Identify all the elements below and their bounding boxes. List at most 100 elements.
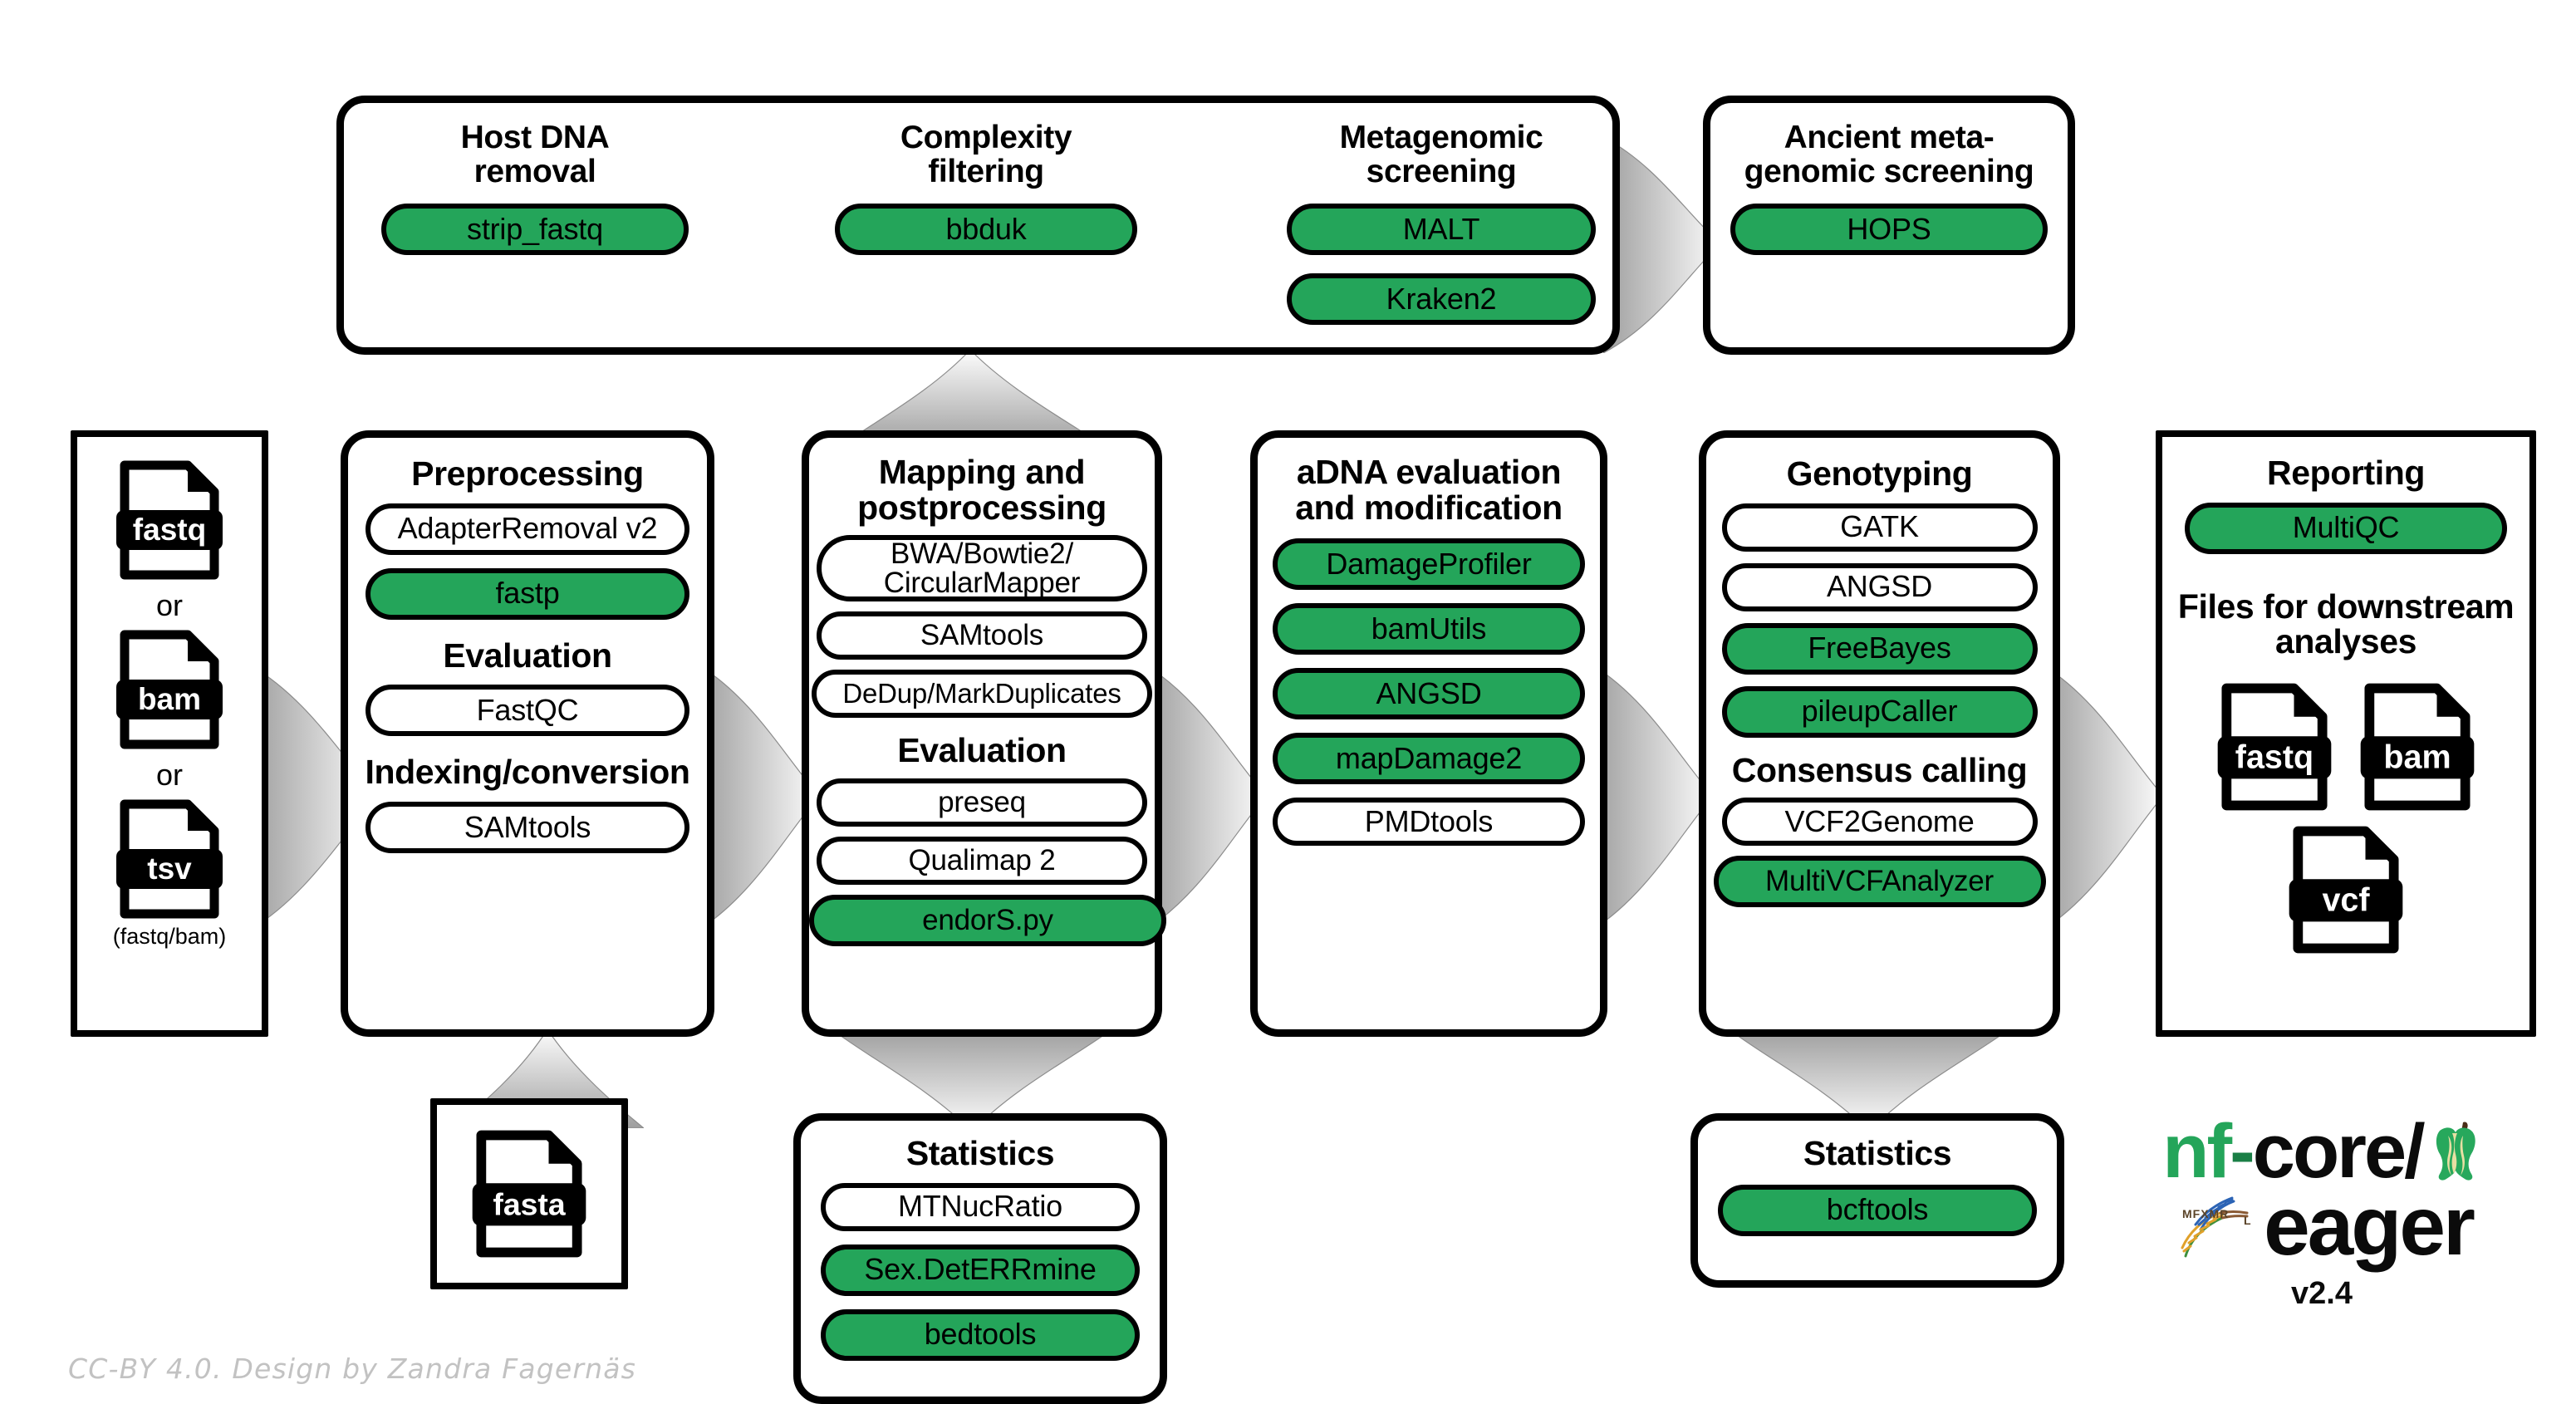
tool-pill-dedup-markduplicates[interactable]: DeDup/MarkDuplicates (812, 670, 1152, 719)
tool-pill-angsd-genotyping[interactable]: ANGSD (1721, 562, 2038, 611)
svg-text:fastq: fastq (133, 513, 206, 547)
ancient-screening-panel: Ancient meta- genomic screening HOPS (1703, 96, 2075, 355)
logo-nf-text: nf (2162, 1109, 2232, 1194)
logo-eager-text: eager (2264, 1180, 2475, 1273)
file-icon-fastq-output: fastq (2216, 681, 2333, 812)
group-title: Metagenomic screening (1339, 120, 1543, 189)
tool-pill-mtnucratio[interactable]: MTNucRatio (821, 1182, 1140, 1231)
tool-pill-freebayes[interactable]: FreeBayes (1721, 622, 2038, 675)
screening-group-complexity: Complexity filtering bbduk (832, 120, 1140, 256)
reporting-file-row: fastq bam (2162, 681, 2529, 812)
group-title: Host DNA removal (460, 120, 610, 189)
tool-label: AdapterRemoval v2 (397, 511, 658, 546)
tool-pill-multivcfanalyzer[interactable]: MultiVCFAnalyzer (1713, 856, 2046, 908)
screening-group-metagenomic: Metagenomic screening MALT Kraken2 (1284, 120, 1598, 326)
tool-pill-qualimap2[interactable]: Qualimap 2 (817, 836, 1147, 885)
tool-label: ANGSD (1376, 675, 1482, 710)
subsection-title-indexing: Indexing/conversion (365, 753, 690, 792)
subsection-title-evaluation: Evaluation (897, 731, 1067, 770)
panel-title: Preprocessing (411, 454, 644, 493)
tool-pill-vcf2genome[interactable]: VCF2Genome (1721, 798, 2038, 847)
tool-pill-endors-py[interactable]: endorS.py (809, 894, 1166, 946)
panel-title: Reporting (2267, 454, 2425, 492)
tool-label: strip_fastq (467, 211, 603, 246)
credit-text: CC-BY 4.0. Design by Zandra Fagernäs (68, 1352, 637, 1385)
svg-text:fasta: fasta (493, 1187, 566, 1222)
tool-pill-mapdamage2[interactable]: mapDamage2 (1273, 733, 1585, 785)
mapping-panel: Mapping and postprocessing BWA/Bowtie2/ … (802, 430, 1166, 1037)
tool-pill-fastp[interactable]: fastp (366, 567, 689, 620)
file-icon-tsv: tsv (116, 798, 223, 920)
reporting-panel: Reporting MultiQC Files for downstream a… (2156, 430, 2536, 1037)
or-label-1: or (155, 588, 183, 622)
logo-line-nf-core: nf - core/ (2114, 1113, 2529, 1190)
tool-label: VCF2Genome (1784, 803, 1975, 838)
panel-title: Mapping and postprocessing (857, 453, 1106, 527)
svg-text:L: L (2244, 1214, 2251, 1227)
tool-pill-malt[interactable]: MALT (1287, 204, 1596, 256)
svg-text:bam: bam (2383, 739, 2451, 775)
reference-fasta-panel: fasta (430, 1098, 628, 1289)
panel-title: Statistics (1803, 1134, 1952, 1172)
panel-title: Genotyping (1786, 454, 1973, 493)
tool-label: pileupCaller (1801, 694, 1958, 729)
tool-pill-angsd-adna[interactable]: ANGSD (1273, 668, 1585, 720)
tool-pill-bcftools[interactable]: bcftools (1718, 1184, 2037, 1236)
tool-pill-pileupcaller[interactable]: pileupCaller (1721, 685, 2038, 738)
tool-label: fastp (495, 576, 560, 611)
tool-pill-adapterremoval[interactable]: AdapterRemoval v2 (366, 503, 689, 555)
dna-helix-icon: MFXMR L (2171, 1190, 2262, 1263)
tool-pill-gatk[interactable]: GATK (1721, 503, 2038, 552)
tool-pill-bamutils[interactable]: bamUtils (1273, 603, 1585, 655)
tool-label: Kraken2 (1386, 281, 1497, 316)
tool-label: ANGSD (1826, 569, 1933, 604)
subsection-title-evaluation: Evaluation (443, 636, 612, 675)
tool-label: Sex.DetERRmine (864, 1252, 1097, 1287)
tool-pill-strip-fastq[interactable]: strip_fastq (381, 204, 689, 256)
tool-label: MALT (1402, 211, 1480, 246)
tool-label: preseq (938, 786, 1026, 819)
tool-label: FastQC (476, 692, 579, 727)
tool-pill-multiqc[interactable]: MultiQC (2185, 502, 2507, 554)
genotyping-panel: Genotyping GATK ANGSD FreeBayes pileupCa… (1699, 430, 2060, 1037)
tool-label: bedtools (924, 1317, 1037, 1352)
logo-dash: - (2230, 1109, 2255, 1194)
svg-text:MFXMR: MFXMR (2182, 1207, 2229, 1220)
tool-pill-bbduk[interactable]: bbduk (835, 204, 1137, 256)
tool-label: GATK (1840, 509, 1919, 544)
tool-label: MultiVCFAnalyzer (1765, 865, 1994, 898)
tool-pill-bwa-bowtie2-circularmapper[interactable]: BWA/Bowtie2/ CircularMapper (817, 535, 1147, 602)
file-icon-bam: bam (116, 628, 223, 751)
subsection-title-downstream: Files for downstream analyses (2177, 587, 2515, 661)
file-icon-fasta: fasta (471, 1128, 587, 1259)
preprocessing-panel: Preprocessing AdapterRemoval v2 fastp Ev… (341, 430, 714, 1037)
arrow-adna-to-genotyping (1592, 665, 1716, 930)
input-files-panel: fastq or bam or tsv (fastq/bam) (71, 430, 268, 1037)
tool-label: bamUtils (1371, 611, 1487, 646)
tool-pill-bedtools[interactable]: bedtools (821, 1308, 1140, 1361)
screening-panel: Host DNA removal strip_fastq Complexity … (336, 96, 1620, 355)
tool-pill-samtools-mapping[interactable]: SAMtools (817, 611, 1147, 660)
tool-pill-samtools-index[interactable]: SAMtools (366, 801, 689, 853)
logo-version: v2.4 (2291, 1276, 2353, 1311)
tool-label: HOPS (1847, 211, 1931, 246)
arrow-genotyping-to-reporting (2042, 665, 2166, 930)
tool-pill-sex-determine[interactable]: Sex.DetERRmine (821, 1244, 1140, 1296)
tool-pill-fastqc[interactable]: FastQC (366, 685, 689, 737)
tool-label: MultiQC (2292, 510, 2400, 545)
panel-title: aDNA evaluation and modification (1295, 453, 1563, 527)
file-icon-vcf-output: vcf (2288, 824, 2404, 955)
svg-text:bam: bam (138, 682, 201, 716)
file-icon-fastq: fastq (116, 459, 223, 582)
tool-pill-kraken2[interactable]: Kraken2 (1287, 273, 1596, 326)
file-icon-bam-output: bam (2359, 681, 2475, 812)
tool-pill-hops[interactable]: HOPS (1730, 204, 2048, 256)
tool-pill-damageprofiler[interactable]: DamageProfiler (1273, 538, 1585, 591)
tool-pill-pmdtools[interactable]: PMDtools (1273, 798, 1585, 847)
panel-title: Statistics (905, 1134, 1055, 1172)
subsection-title-consensus: Consensus calling (1731, 750, 2028, 789)
group-title: Complexity filtering (900, 120, 1072, 189)
logo-core-text: core/ (2252, 1109, 2426, 1194)
tool-pill-preseq[interactable]: preseq (817, 778, 1147, 827)
